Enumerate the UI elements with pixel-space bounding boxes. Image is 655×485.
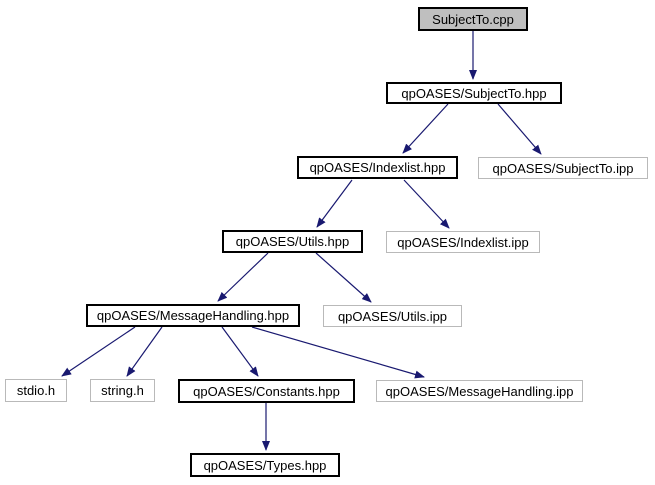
node-stdio-h: stdio.h xyxy=(5,379,67,402)
node-string-h: string.h xyxy=(90,379,155,402)
edge-messagehandling-hpp-to-stdio-h xyxy=(61,326,136,377)
edge-subjectto-hpp-to-indexlist-hpp xyxy=(402,103,449,154)
edge-utils-hpp-to-utils-ipp xyxy=(315,252,372,303)
edge-utils-hpp-to-messagehandling-hpp xyxy=(217,252,269,302)
edge-indexlist-hpp-to-indexlist-ipp xyxy=(403,179,450,229)
edge-messagehandling-hpp-to-string-h xyxy=(126,326,163,377)
node-indexlist-hpp[interactable]: qpOASES/Indexlist.hpp xyxy=(297,156,458,179)
node-constants-hpp[interactable]: qpOASES/Constants.hpp xyxy=(178,379,355,403)
edge-subjectto-hpp-to-subjectto-ipp xyxy=(497,103,542,155)
node-utils-hpp[interactable]: qpOASES/Utils.hpp xyxy=(222,230,363,253)
node-types-hpp[interactable]: qpOASES/Types.hpp xyxy=(190,453,340,477)
node-subjectto-ipp: qpOASES/SubjectTo.ipp xyxy=(478,157,648,179)
node-messagehandling-hpp[interactable]: qpOASES/MessageHandling.hpp xyxy=(86,304,300,327)
node-utils-ipp: qpOASES/Utils.ipp xyxy=(323,305,462,327)
edge-messagehandling-hpp-to-constants-hpp xyxy=(221,326,259,377)
node-messagehandling-ipp: qpOASES/MessageHandling.ipp xyxy=(376,380,583,402)
edge-messagehandling-hpp-to-messagehandling-ipp xyxy=(251,326,425,379)
node-indexlist-ipp: qpOASES/Indexlist.ipp xyxy=(386,231,540,253)
node-subjectto-hpp[interactable]: qpOASES/SubjectTo.hpp xyxy=(386,82,562,104)
node-subjectto-cpp: SubjectTo.cpp xyxy=(418,7,528,31)
edge-indexlist-hpp-to-utils-hpp xyxy=(316,179,353,228)
